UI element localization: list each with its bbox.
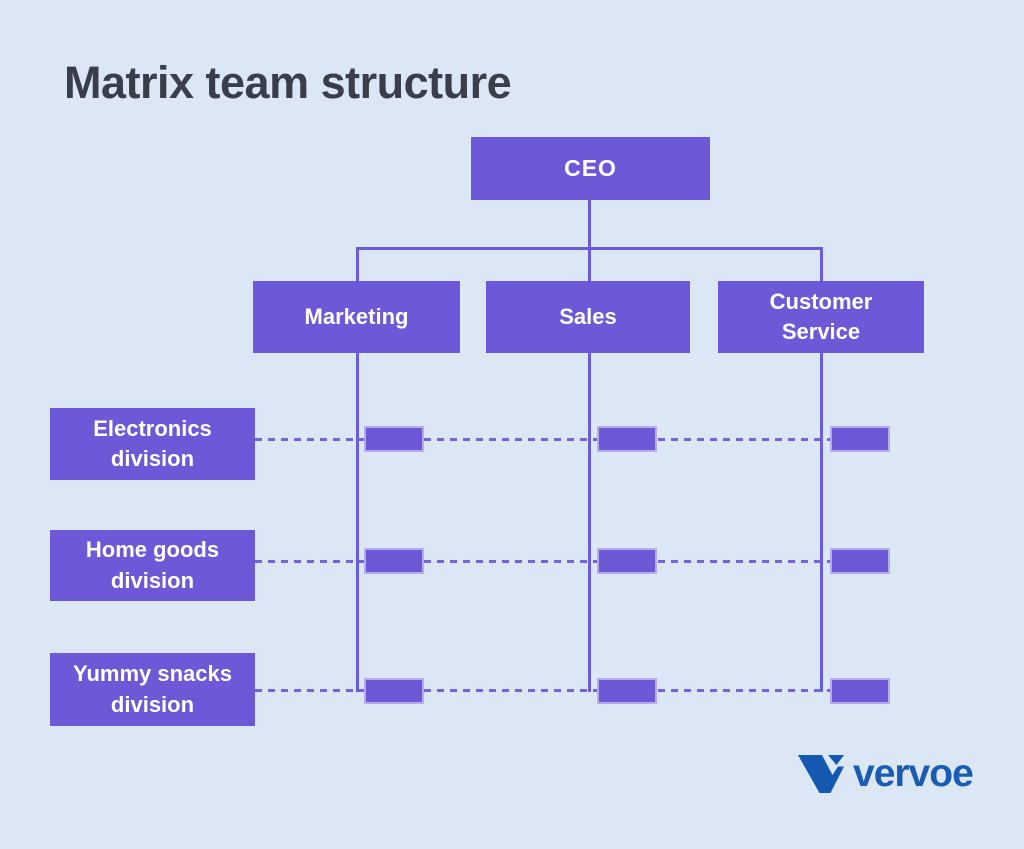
intersection-home-goods-customer-service — [830, 548, 890, 574]
page-title: Matrix team structure — [64, 57, 512, 108]
vervoe-logo-text: vervoe — [853, 752, 974, 795]
intersection-electronics-customer-service — [830, 426, 890, 452]
intersection-yummy-snacks-marketing — [364, 678, 424, 704]
node-ceo: CEO — [471, 137, 710, 200]
dotted-row-electronics — [255, 438, 890, 441]
node-yummy-snacks-division: Yummy snacks division — [50, 653, 255, 726]
connector-horizontal — [356, 247, 823, 250]
connector-ceo-vertical — [588, 200, 591, 281]
intersection-yummy-snacks-customer-service — [830, 678, 890, 704]
connector-marketing-column — [356, 353, 359, 692]
intersection-electronics-marketing — [364, 426, 424, 452]
vervoe-logo: vervoe — [798, 752, 974, 795]
node-sales: Sales — [486, 281, 690, 353]
node-customer-service: Customer Service — [718, 281, 924, 353]
node-home-goods-division: Home goods division — [50, 530, 255, 601]
node-marketing: Marketing — [253, 281, 460, 353]
intersection-home-goods-marketing — [364, 548, 424, 574]
dotted-row-yummy-snacks — [255, 689, 890, 692]
connector-customer-service-stub — [820, 247, 823, 281]
intersection-yummy-snacks-sales — [597, 678, 657, 704]
dotted-row-home-goods — [255, 560, 890, 563]
connector-marketing-stub — [356, 247, 359, 281]
intersection-home-goods-sales — [597, 548, 657, 574]
vervoe-v-icon — [798, 754, 844, 794]
connector-sales-column — [588, 353, 591, 692]
node-electronics-division: Electronics division — [50, 408, 255, 480]
connector-customer-service-column — [820, 353, 823, 692]
intersection-electronics-sales — [597, 426, 657, 452]
